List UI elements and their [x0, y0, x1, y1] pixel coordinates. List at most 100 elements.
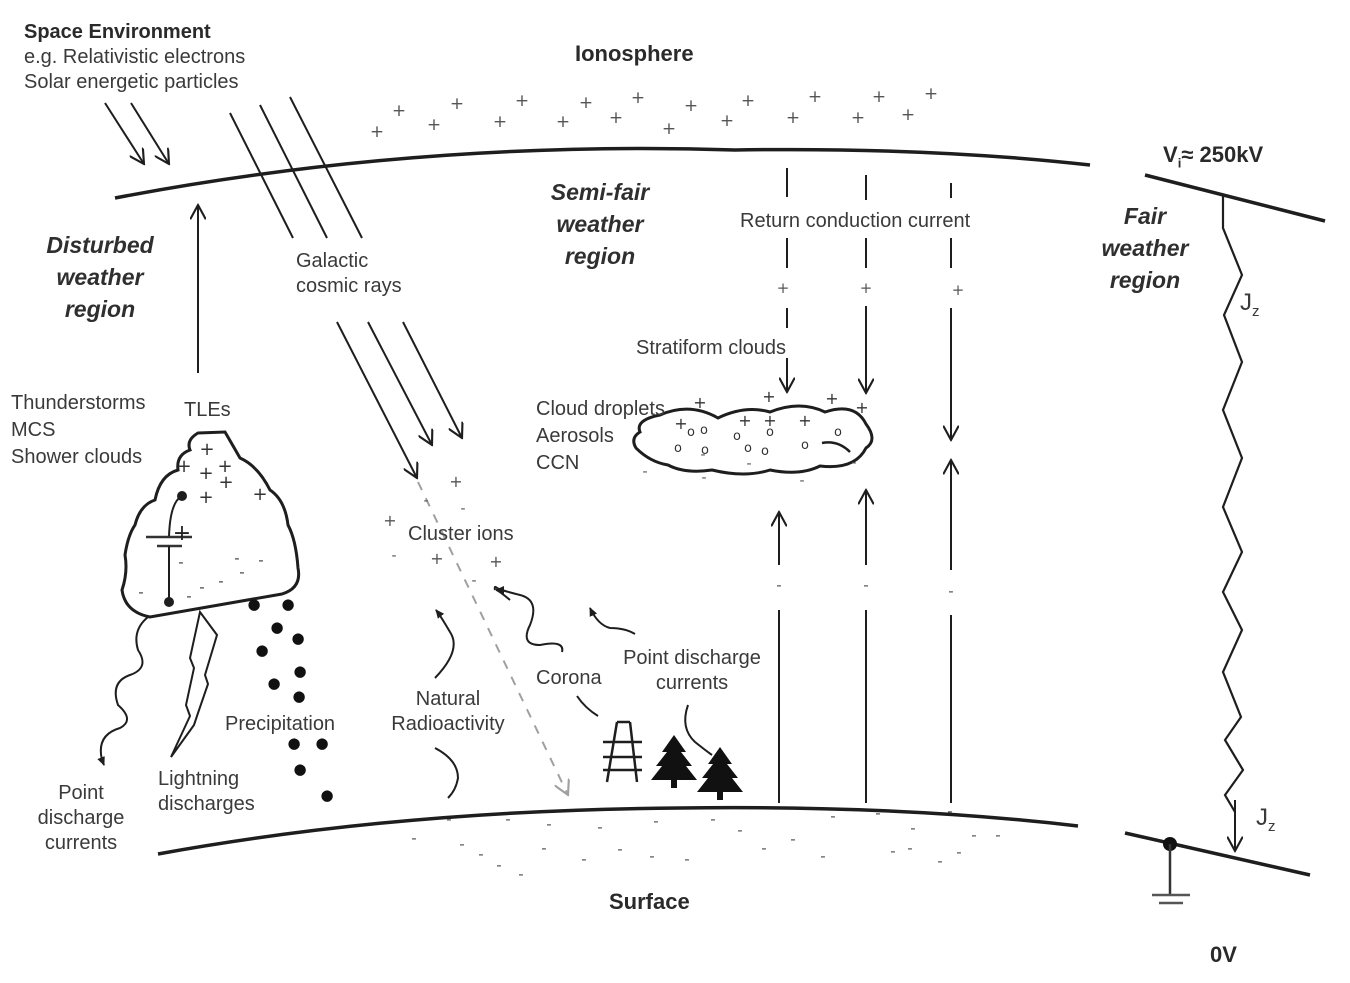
- negative-charge: -: [851, 455, 856, 471]
- region-line: region: [1109, 267, 1181, 293]
- positive-charge: +: [427, 115, 441, 135]
- tles-label: TLEs: [184, 399, 231, 421]
- negative-charge: -: [186, 587, 191, 605]
- point-discharge-currents-right-label: Point discharge currents: [612, 646, 772, 696]
- precipitation-drop: ●: [267, 674, 280, 692]
- region-line: region: [64, 296, 136, 322]
- precipitation-label: Precipitation: [225, 713, 336, 735]
- surface-boundary-line: [157, 805, 1079, 856]
- droplet: o: [761, 444, 769, 459]
- return-current-charges: + + + - - -: [776, 279, 964, 600]
- negative-charge: -: [460, 501, 465, 517]
- positive-charge: +: [515, 91, 529, 111]
- precipitation-drop: ●: [287, 734, 300, 752]
- positive-charge: +: [449, 472, 462, 491]
- positive-charge: +: [662, 119, 676, 139]
- negative-charge: -: [518, 865, 523, 883]
- label-line: Cloud droplets: [536, 398, 665, 420]
- surface-label: Surface: [609, 889, 690, 914]
- negative-charge: -: [617, 840, 622, 858]
- ionosphere-positive-charges: ++++++++++++++++++++: [370, 84, 938, 142]
- droplet: o: [766, 425, 774, 440]
- label-line: cosmic rays: [296, 275, 402, 297]
- label-line: Thunderstorms: [11, 392, 146, 414]
- charge-center-lower: [164, 597, 174, 607]
- label-line: Point discharge: [623, 647, 761, 669]
- jz-label-upper: Jz: [1240, 290, 1260, 324]
- ground-potential-label: 0V: [1210, 942, 1237, 967]
- positive-charge: +: [631, 88, 645, 108]
- radioactivity-arrow: [434, 609, 455, 679]
- thunderstorm-types-label: Thunderstorms MCS Shower clouds: [11, 390, 146, 471]
- droplet: o: [674, 441, 682, 456]
- potential-value: ≈ 250kV: [1181, 142, 1264, 167]
- cosmic-ray-line: [259, 104, 328, 239]
- positive-charge: +: [198, 487, 213, 508]
- negative-charge: -: [820, 847, 825, 865]
- region-line: weather: [56, 264, 144, 290]
- positive-charge: +: [825, 389, 838, 408]
- point-discharge-arrow-left: [97, 616, 149, 766]
- potential-subscript: i: [1177, 155, 1182, 171]
- lightning-discharges-label: Lightning discharges: [158, 767, 255, 817]
- positive-charge: +: [720, 111, 734, 131]
- label-line: MCS: [11, 419, 56, 441]
- positive-charge: +: [808, 87, 822, 107]
- precipitation-drop: ●: [320, 786, 333, 804]
- label-line: Point: [58, 782, 104, 804]
- jz-label-lower: Jz: [1256, 805, 1276, 839]
- tree-icon: [697, 747, 743, 800]
- region-line: weather: [556, 211, 644, 237]
- stratiform-cloud: [632, 404, 874, 476]
- space-particle-arrow: [104, 102, 144, 164]
- negative-charge: -: [496, 856, 501, 874]
- negative-charge: -: [799, 473, 804, 489]
- positive-charge: +: [392, 101, 406, 121]
- cosmic-ray-dashed-arrow: [417, 481, 568, 795]
- negative-charge: -: [653, 812, 658, 830]
- positive-charge: +: [370, 122, 384, 142]
- positive-charge: +: [763, 411, 776, 430]
- cosmic-ray-line: [289, 96, 363, 239]
- label-line: discharges: [158, 793, 255, 815]
- label-line: currents: [44, 832, 118, 854]
- negative-charge: -: [446, 810, 451, 828]
- negative-charge: -: [138, 583, 143, 601]
- negative-charge: -: [541, 839, 546, 857]
- negative-charge: -: [505, 810, 510, 828]
- precipitation-drop: ●: [315, 734, 328, 752]
- label-line: Lightning: [158, 768, 240, 790]
- negative-charge: -: [710, 810, 715, 828]
- corona-label: Corona: [536, 667, 602, 689]
- potential-symbol: V: [1163, 142, 1178, 167]
- droplet: o: [700, 423, 708, 438]
- thunderstorm-cloud: [120, 430, 301, 619]
- label-line: Radioactivity: [391, 713, 505, 735]
- cloud-contents-label: Cloud droplets Aerosols CCN: [536, 396, 665, 477]
- space-particle-arrow: [130, 102, 169, 164]
- positive-charge: +: [924, 84, 938, 104]
- positive-charge: +: [952, 281, 965, 299]
- positive-charge: +: [430, 549, 443, 568]
- negative-charge: -: [423, 493, 428, 509]
- return-conduction-current-label: Return conduction current: [740, 210, 971, 232]
- positive-charge: +: [860, 279, 873, 297]
- pylon-icon: [603, 720, 642, 783]
- positive-charge: +: [173, 521, 191, 546]
- negative-charge: -: [459, 835, 464, 853]
- negative-charge: -: [948, 582, 953, 600]
- negative-charge: -: [776, 576, 781, 594]
- negative-charge: -: [863, 576, 868, 594]
- disturbed-weather-region-label: Disturbed weather region: [30, 229, 170, 325]
- precipitation-drop: ●: [293, 662, 306, 680]
- negative-charge: -: [642, 464, 647, 480]
- positive-charge: +: [199, 439, 214, 460]
- label-line: CCN: [536, 452, 580, 474]
- positive-charge: +: [741, 91, 755, 111]
- region-line: Disturbed: [46, 232, 154, 258]
- negative-charge: -: [684, 850, 689, 868]
- positive-charge: +: [493, 112, 507, 132]
- semi-fair-weather-region-label: Semi-fair weather region: [530, 176, 670, 272]
- region-line: weather: [1101, 235, 1189, 261]
